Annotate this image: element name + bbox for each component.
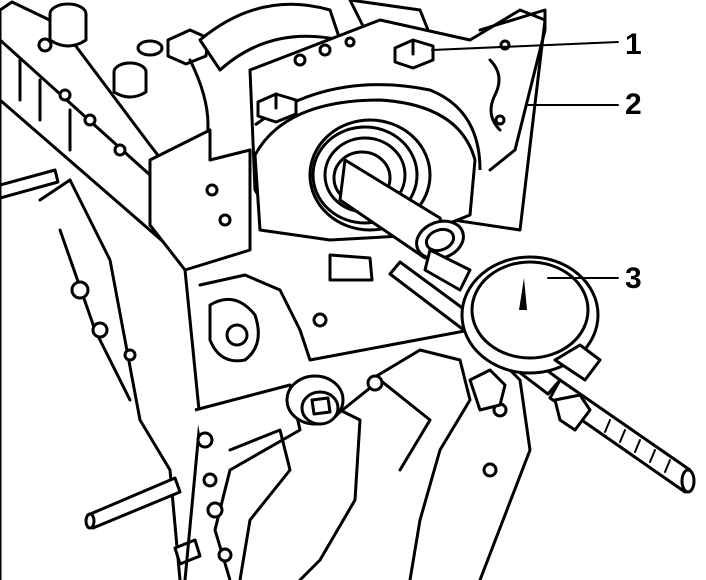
leader-lines: [431, 41, 619, 279]
block-left-frame: [0, 0, 192, 580]
crankshaft-journal: [311, 125, 465, 261]
lower-plug: [285, 374, 345, 426]
callout-1: 1: [625, 28, 642, 61]
dial-indicator: [423, 248, 602, 382]
rear-seal-housing: [148, 8, 547, 272]
callout-2: 2: [625, 88, 642, 121]
top-studs: [48, 2, 210, 99]
callout-3: 3: [625, 262, 642, 295]
dial-needle: [519, 278, 527, 310]
crankcase-lower: [183, 253, 532, 580]
